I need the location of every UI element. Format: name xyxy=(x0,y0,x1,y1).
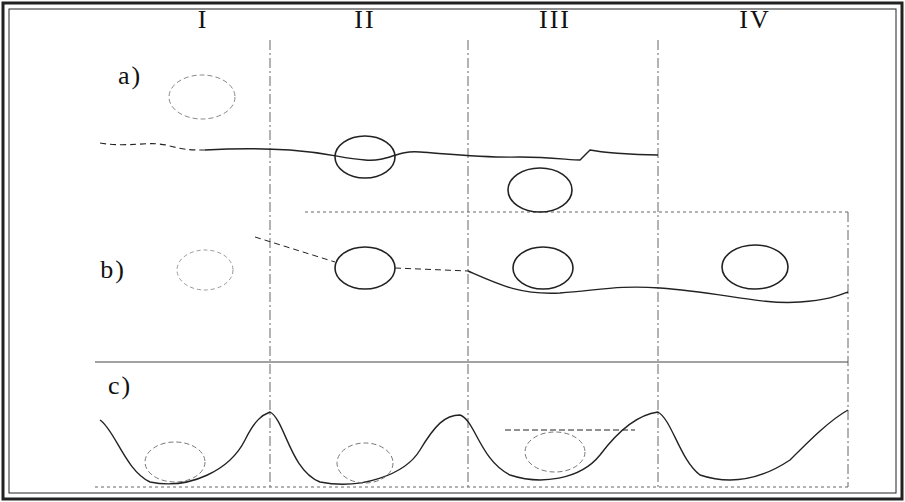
particle xyxy=(525,432,585,472)
particle xyxy=(513,247,573,289)
column-label: II xyxy=(354,7,375,33)
particle xyxy=(722,245,788,289)
surface-line xyxy=(100,143,205,150)
trough-surface xyxy=(100,410,848,484)
particle xyxy=(335,136,395,178)
particle xyxy=(337,443,393,483)
surface-line xyxy=(395,268,468,271)
row-label: c) xyxy=(108,373,132,399)
column-label: IV xyxy=(739,7,770,33)
liquid-level xyxy=(505,430,635,431)
row-label: a) xyxy=(118,63,142,89)
outer-frame xyxy=(3,3,902,499)
surface-line xyxy=(255,237,335,262)
particle xyxy=(508,168,572,212)
column-label: I xyxy=(198,7,209,33)
surface-line xyxy=(468,271,848,302)
surface-line xyxy=(205,149,658,161)
inner-frame xyxy=(9,9,896,493)
row-divider xyxy=(95,362,848,363)
particle xyxy=(335,247,395,289)
particle xyxy=(177,250,233,290)
grid-lines xyxy=(95,40,848,487)
particle xyxy=(145,442,205,482)
column-label: III xyxy=(539,7,571,33)
particle xyxy=(169,75,235,119)
row-label: b) xyxy=(100,257,126,283)
